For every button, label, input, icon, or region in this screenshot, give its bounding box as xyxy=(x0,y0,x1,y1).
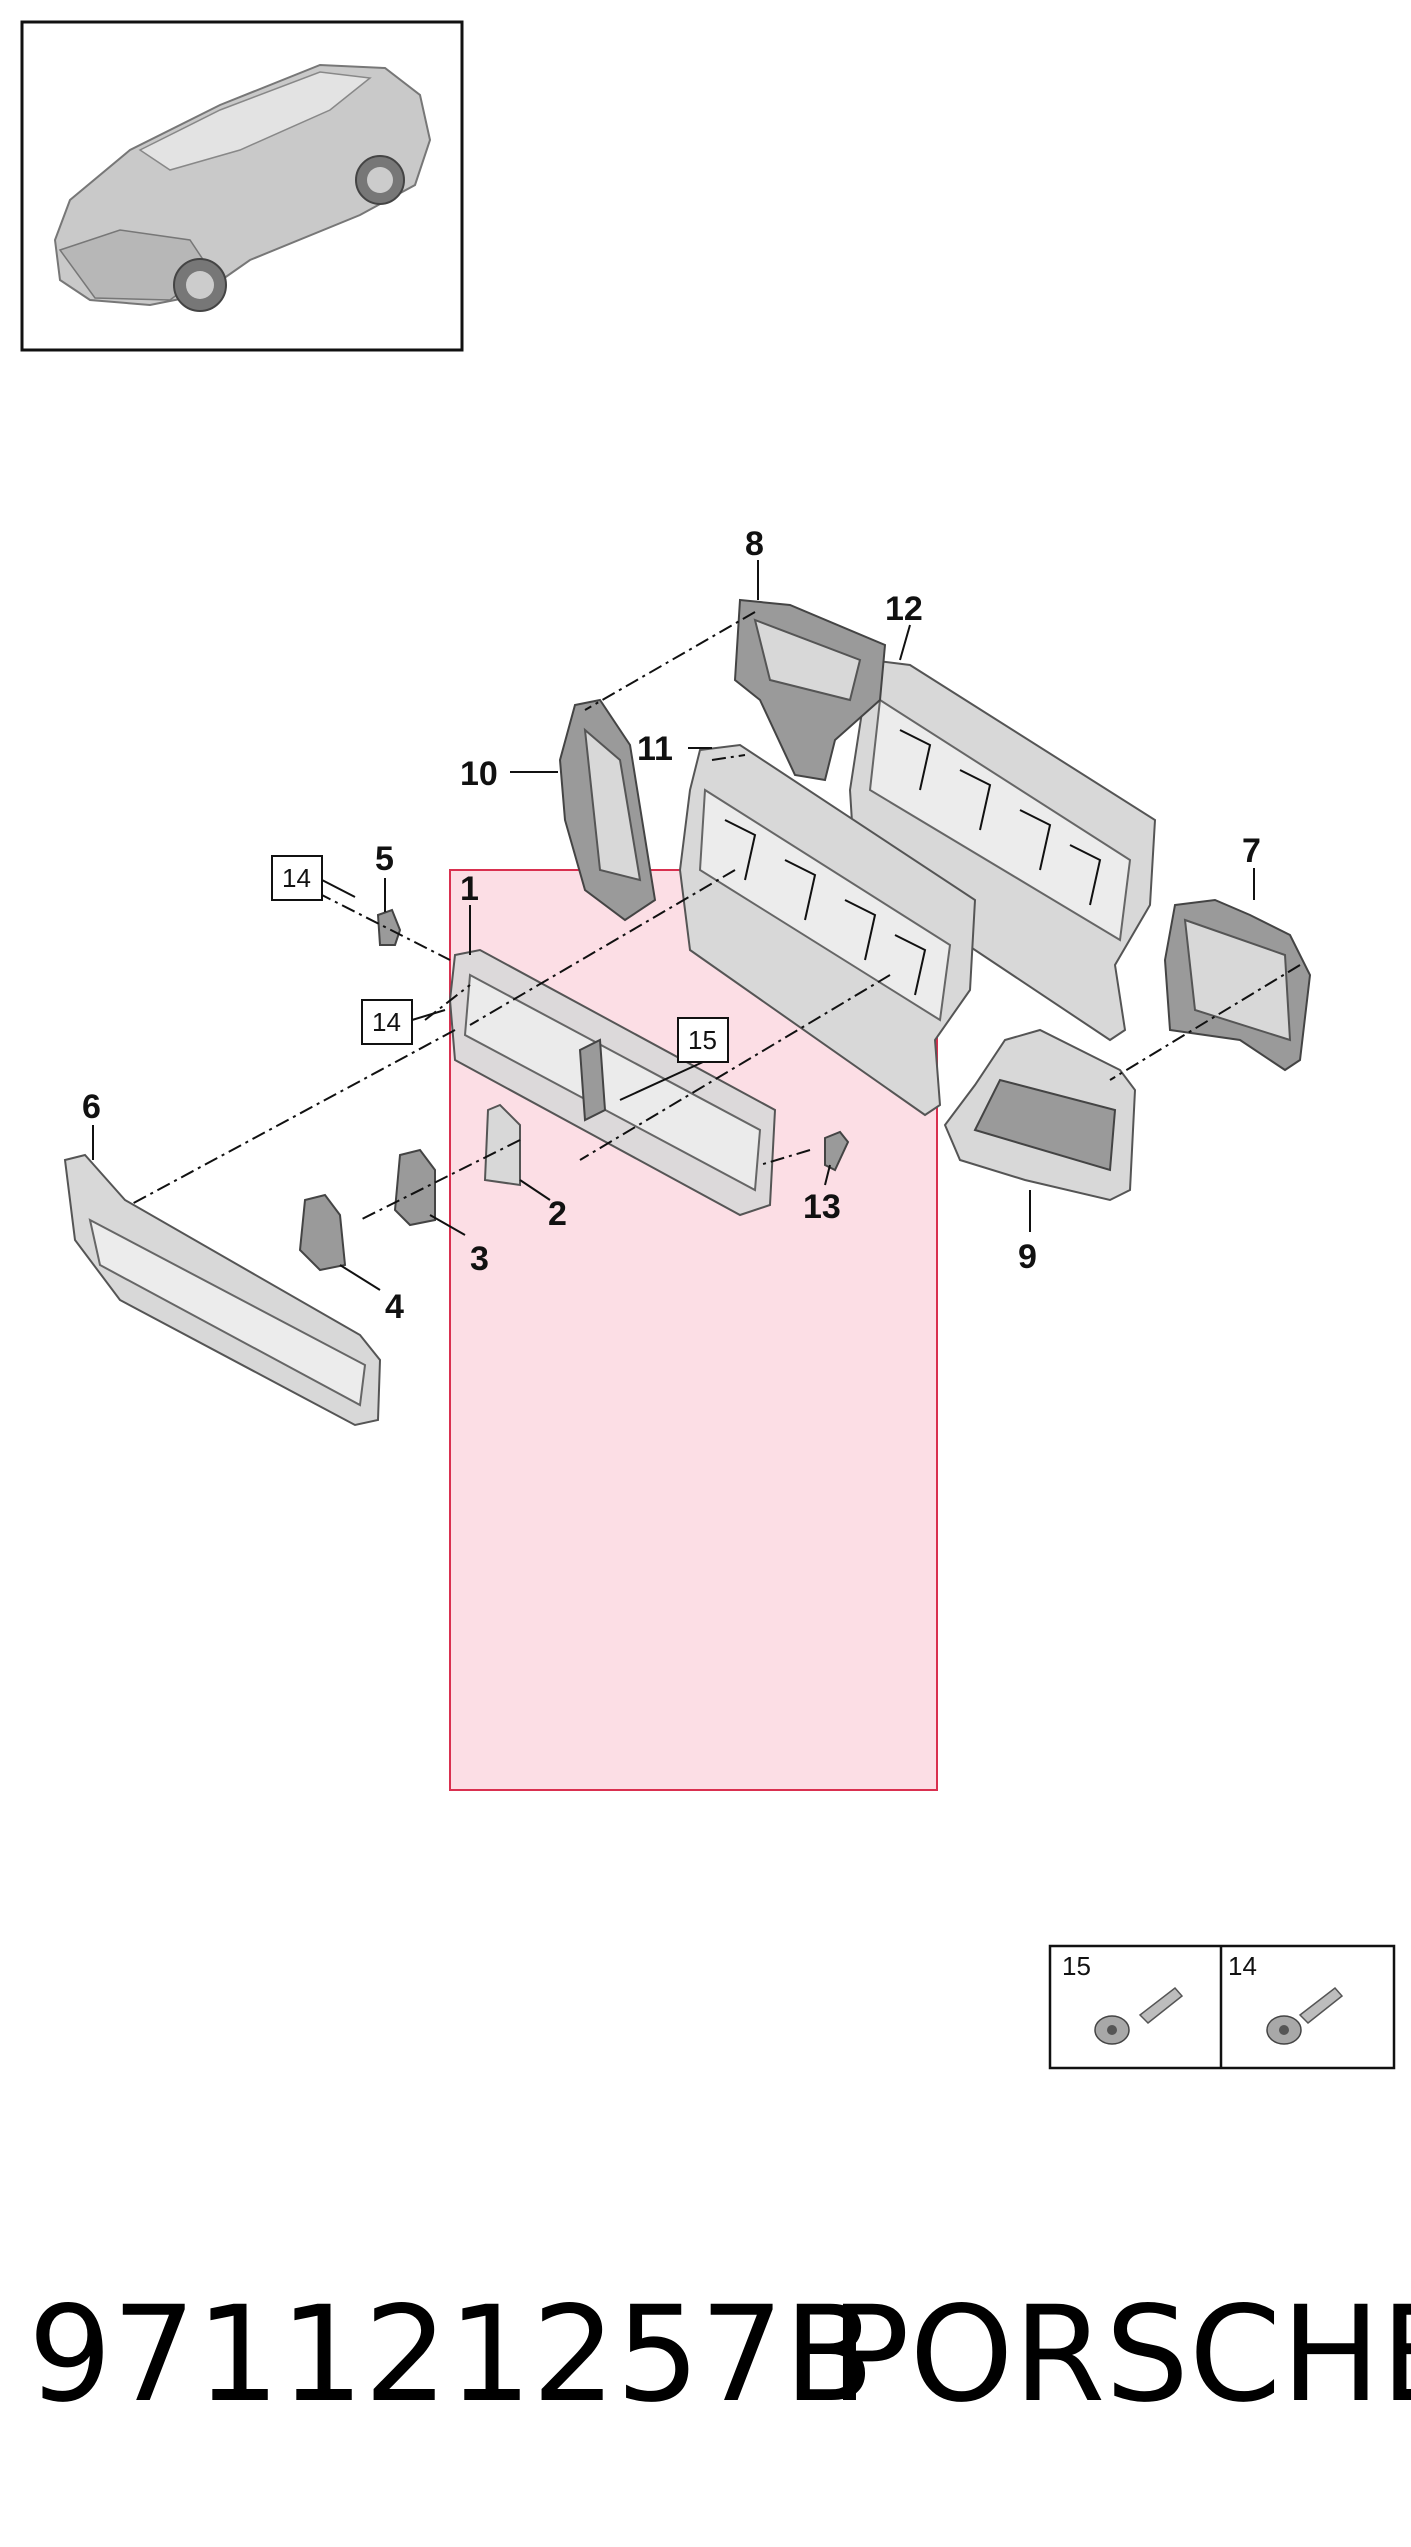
part-10-duct xyxy=(558,698,657,922)
part-1-air-shutter xyxy=(448,948,777,1217)
car-thumbnail xyxy=(53,63,432,312)
part-3-bracket xyxy=(393,1148,436,1227)
boxed-callout-14-mid: 14 xyxy=(372,1007,401,1037)
callout-2: 2 xyxy=(548,1195,567,1233)
bolt-icon xyxy=(1094,1986,1184,2045)
callout-5: 5 xyxy=(375,840,394,878)
callout-1: 1 xyxy=(460,870,479,908)
bolt-icon xyxy=(1266,1986,1344,2045)
callout-9: 9 xyxy=(1018,1238,1037,1276)
part-9-duct xyxy=(943,1028,1137,1202)
boxed-callouts: 14 14 15 xyxy=(271,855,729,1101)
callout-12: 12 xyxy=(885,590,923,628)
leader-lines xyxy=(92,560,1255,1291)
footer-brand: PORSCHE xyxy=(830,2278,1411,2432)
part-13-sensor xyxy=(824,1130,850,1172)
assembly-lines xyxy=(129,611,1301,1221)
callout-7: 7 xyxy=(1242,832,1261,870)
callout-6: 6 xyxy=(82,1088,101,1126)
fastener-label-15: 15 xyxy=(1062,1951,1091,1981)
part-7-duct xyxy=(1163,898,1312,1072)
boxed-callout-15: 15 xyxy=(688,1025,717,1055)
fastener-label-14: 14 xyxy=(1228,1951,1257,1981)
callouts: 8 12 10 11 7 5 1 6 2 3 4 9 13 xyxy=(82,525,1261,1326)
callout-13: 13 xyxy=(803,1188,841,1226)
part-2-bracket xyxy=(483,1103,521,1187)
part-6-lower-grille xyxy=(63,1153,382,1427)
callout-3: 3 xyxy=(470,1240,489,1278)
footer-part-number: 971121257B xyxy=(28,2278,874,2432)
vehicle-thumbnail xyxy=(20,20,464,352)
boxed-callout-14-top: 14 xyxy=(282,863,311,893)
part-8-duct xyxy=(733,598,887,782)
callout-11: 11 xyxy=(637,730,673,768)
part-11-frame xyxy=(678,743,977,1117)
callout-8: 8 xyxy=(745,525,764,563)
part-5-clip xyxy=(376,908,402,946)
part-4-bracket xyxy=(298,1193,347,1272)
fastener-table: 15 14 xyxy=(1048,1944,1396,2070)
callout-10: 10 xyxy=(460,755,498,793)
callout-4: 4 xyxy=(385,1288,404,1326)
